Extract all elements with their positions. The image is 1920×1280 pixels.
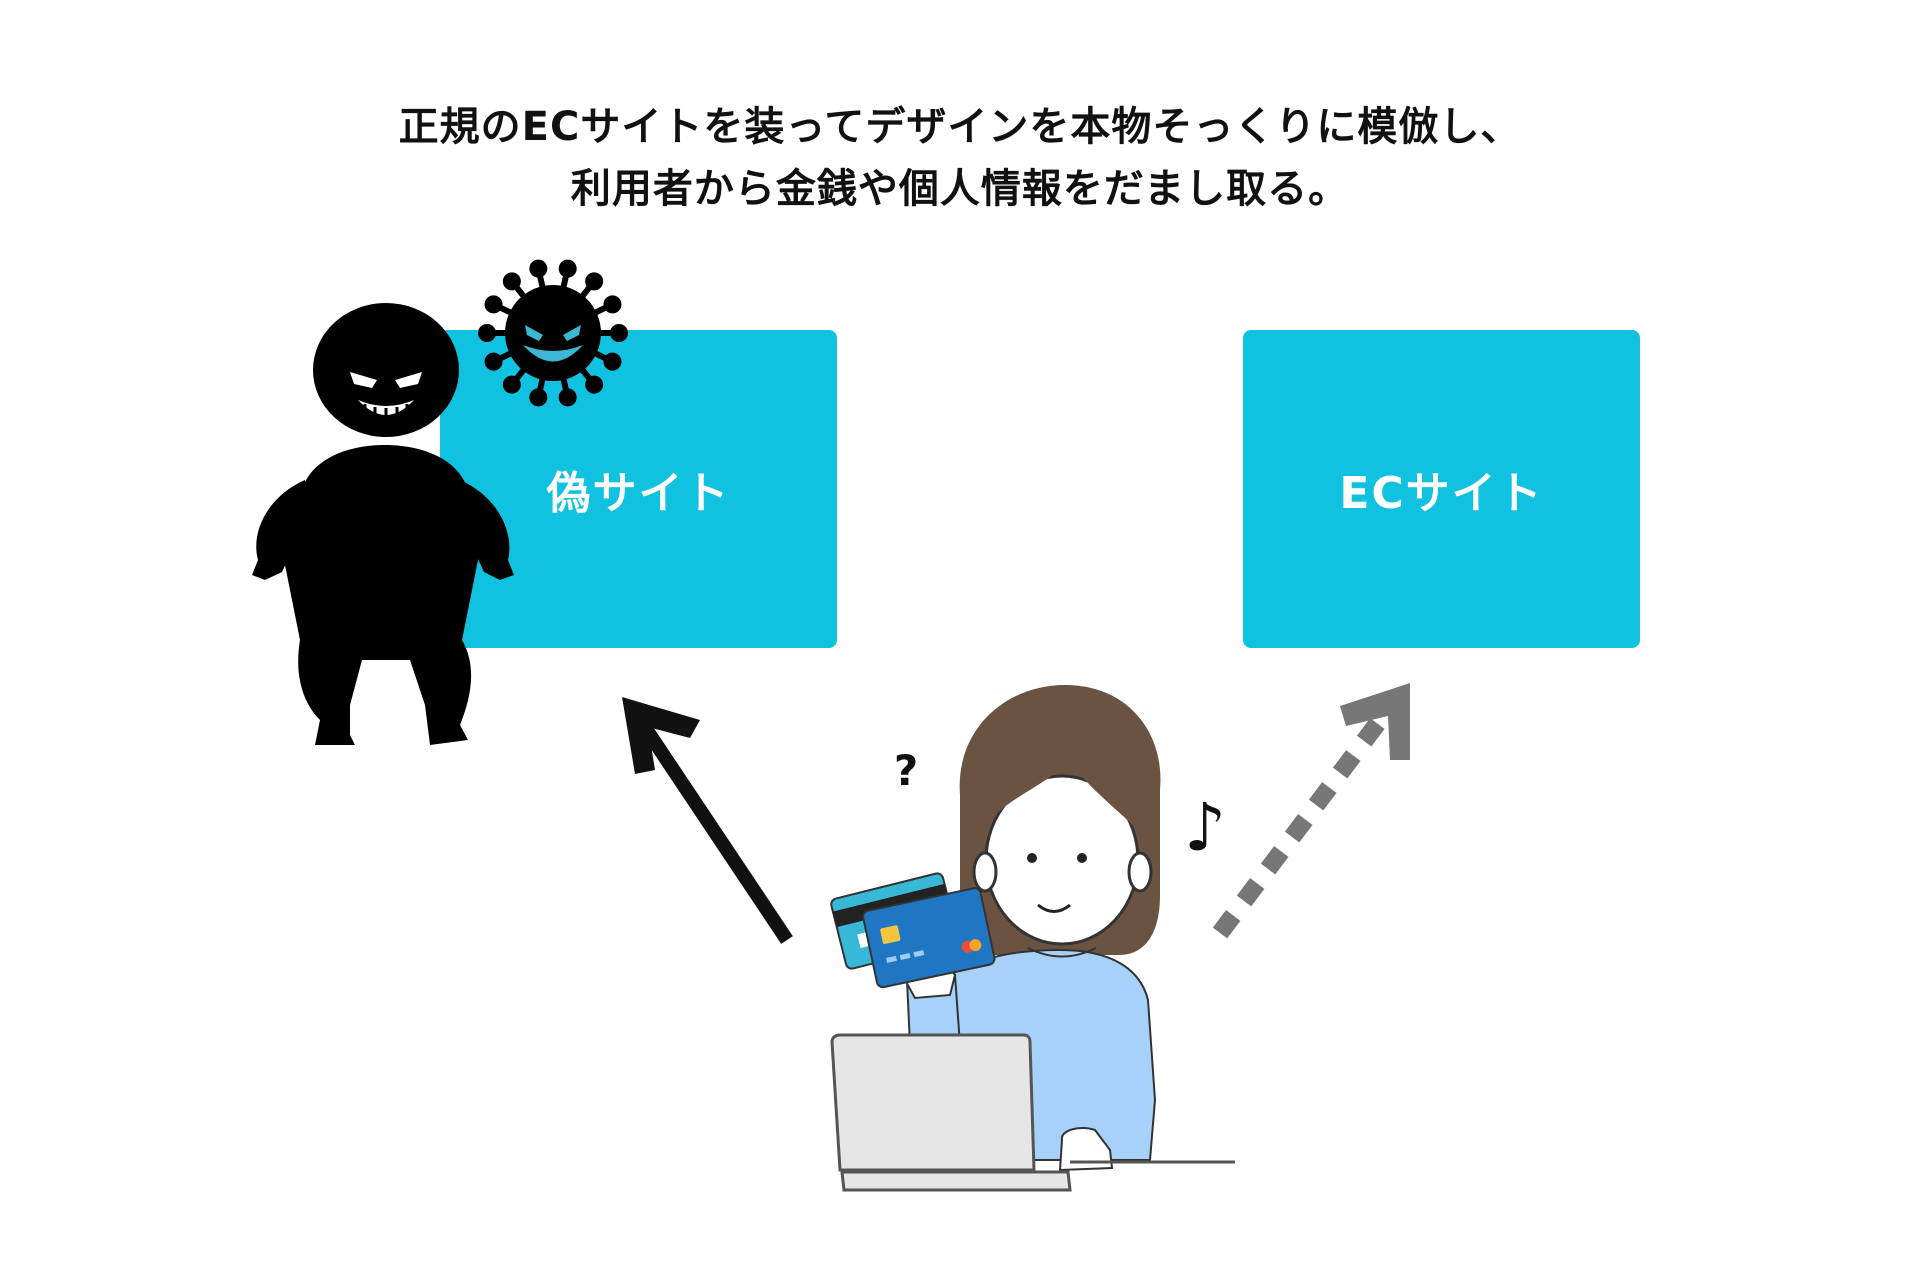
- music-note-icon: ♪: [1184, 789, 1226, 866]
- ec-site-box: ECサイト: [1243, 330, 1640, 648]
- virus-icon: [478, 259, 628, 407]
- heading-line-1: 正規のECサイトを装ってデザインを本物そっくりに模倣し、: [398, 104, 1522, 150]
- credit-card-icon: [830, 872, 996, 989]
- heading: 正規のECサイトを装ってデザインを本物そっくりに模倣し、 利用者から金銭や個人情…: [0, 96, 1920, 220]
- heading-line-2: 利用者から金銭や個人情報をだまし取る。: [570, 166, 1350, 212]
- ec-site-label: ECサイト: [1339, 468, 1544, 519]
- criminal-silhouette-icon: [252, 303, 514, 745]
- solid-arrow-to-fake-site: [622, 697, 793, 944]
- question-mark: ?: [894, 746, 918, 795]
- laptop-icon: [830, 1033, 1072, 1192]
- fake-site-label: 偽サイト: [546, 468, 731, 519]
- dotted-arrow-to-ec-site: [1212, 683, 1410, 939]
